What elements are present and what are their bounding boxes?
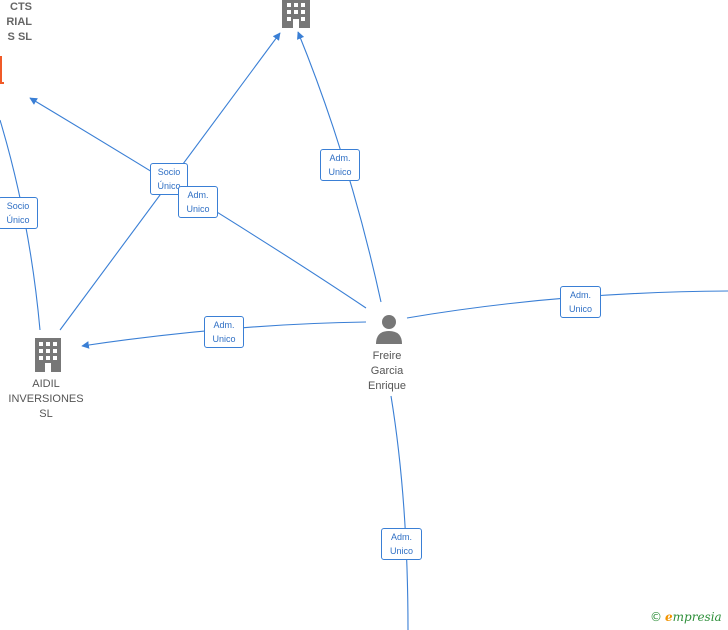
- brand-name: mpresia: [672, 610, 722, 624]
- person-icon[interactable]: [374, 314, 404, 344]
- brand-first-letter: e: [665, 610, 673, 624]
- role-badge-adm-unico[interactable]: Adm. Unico: [320, 149, 360, 181]
- edge-freire-to-partial: [29, 97, 367, 309]
- role-badge-socio-unico[interactable]: Socio Único: [0, 197, 38, 229]
- role-badge-adm-unico[interactable]: Adm. Unico: [178, 186, 218, 218]
- role-badge-adm-unico[interactable]: Adm. Unico: [204, 316, 244, 348]
- copyright-symbol: ©: [650, 610, 662, 624]
- edge-freire-to-bottom: [390, 395, 409, 630]
- node-label-freire[interactable]: Freire Garcia Enrique: [368, 350, 406, 392]
- building-icon[interactable]: [281, 0, 311, 28]
- role-badge-adm-unico[interactable]: Adm. Unico: [381, 528, 422, 560]
- building-icon[interactable]: [33, 338, 63, 372]
- node-label-aidil[interactable]: AIDIL INVERSIONES SL: [8, 378, 84, 420]
- accent-mark: [0, 56, 4, 84]
- node-label-partial-company[interactable]: CTS RIAL S SL: [6, 1, 32, 43]
- role-badge-adm-unico[interactable]: Adm. Unico: [560, 286, 601, 318]
- brand-watermark: ©empresia: [650, 610, 722, 624]
